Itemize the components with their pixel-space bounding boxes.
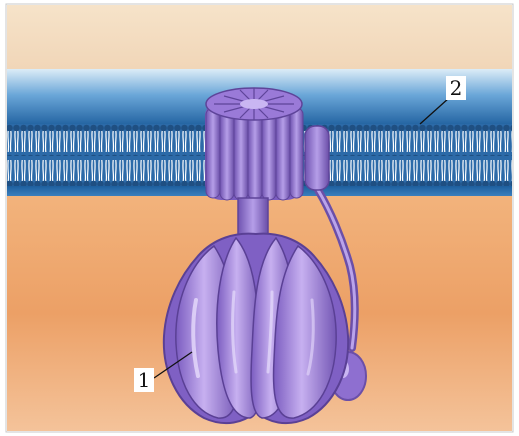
outer-space (7, 5, 512, 69)
c-ring-rotor (205, 88, 303, 200)
membrane-subunit-a (305, 126, 329, 190)
callout-1-label: 1 (138, 368, 151, 392)
callout-2-label: 2 (450, 76, 463, 100)
